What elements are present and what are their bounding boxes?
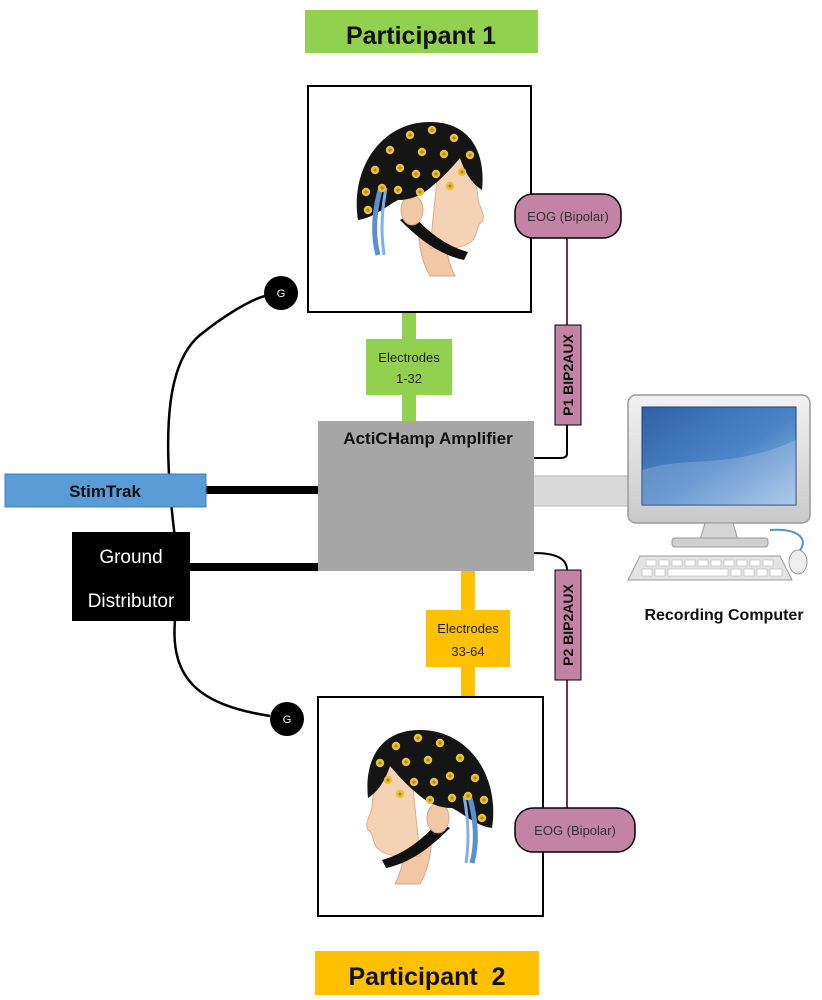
stimtrak-box: StimTrak <box>4 473 207 508</box>
participant-2-box <box>317 696 544 917</box>
ground-marker-2-label: G <box>283 714 292 726</box>
electrodes-1-label-line1: Electrodes <box>378 350 440 365</box>
eeg-cap-head-icon <box>356 122 484 277</box>
acticamp-amplifier: ActiCHamp Amplifier <box>318 421 534 571</box>
amp-computer-cable <box>531 475 645 507</box>
stimtrak-label: StimTrak <box>69 482 141 501</box>
participant-1-box <box>307 85 532 313</box>
electrodes-1-label-line2: 1-32 <box>396 371 422 386</box>
bip2-amp-cable <box>533 552 568 571</box>
electrodes-2-label-line2: 33-64 <box>451 644 484 659</box>
ground-marker-2: G <box>270 702 304 736</box>
connections <box>166 238 645 808</box>
bip2aux-2-label: P2 BIP2AUX <box>560 583 576 665</box>
eog-1-box: EOG (Bipolar) <box>514 193 622 239</box>
bip1-amp-cable <box>534 425 568 459</box>
bip2aux-1-label: P1 BIP2AUX <box>560 333 576 415</box>
amplifier-label: ActiCHamp Amplifier <box>343 429 513 448</box>
ground-marker-1: G <box>264 276 298 310</box>
bip2aux-2-box: P2 BIP2AUX <box>554 569 582 681</box>
ground-distributor-box: Ground Distributor <box>72 532 190 621</box>
participant-1-title: Participant 1 <box>346 22 496 50</box>
recording-computer-label: Recording Computer <box>644 607 803 624</box>
electrodes-2-label-line1: Electrodes <box>437 621 499 636</box>
ground-distributor-line1: Ground <box>99 547 162 568</box>
bip2aux-1-box: P1 BIP2AUX <box>554 324 582 426</box>
stimtrak-cable <box>206 486 318 494</box>
eeg-cap-head-icon <box>366 730 494 885</box>
ground-cable-p2 <box>173 619 271 718</box>
eog-2-box: EOG (Bipolar) <box>514 807 636 853</box>
eog-1-label: EOG (Bipolar) <box>527 209 609 224</box>
ground-distributor-line2: Distributor <box>88 591 175 612</box>
participant-2-banner: Participant 2 <box>315 951 539 995</box>
participant-1-banner: Participant 1 <box>305 10 538 53</box>
electrodes-1-box: Electrodes 1-32 <box>366 339 452 395</box>
ground-marker-1-label: G <box>277 288 286 300</box>
eog-2-label: EOG (Bipolar) <box>534 823 616 838</box>
electrodes-2-box: Electrodes 33-64 <box>426 610 510 667</box>
desktop-computer-icon <box>627 394 811 581</box>
ground-cable-p1 <box>166 294 266 539</box>
ground-amp-cable <box>190 563 318 571</box>
participant-2-title: Participant 2 <box>349 963 506 991</box>
